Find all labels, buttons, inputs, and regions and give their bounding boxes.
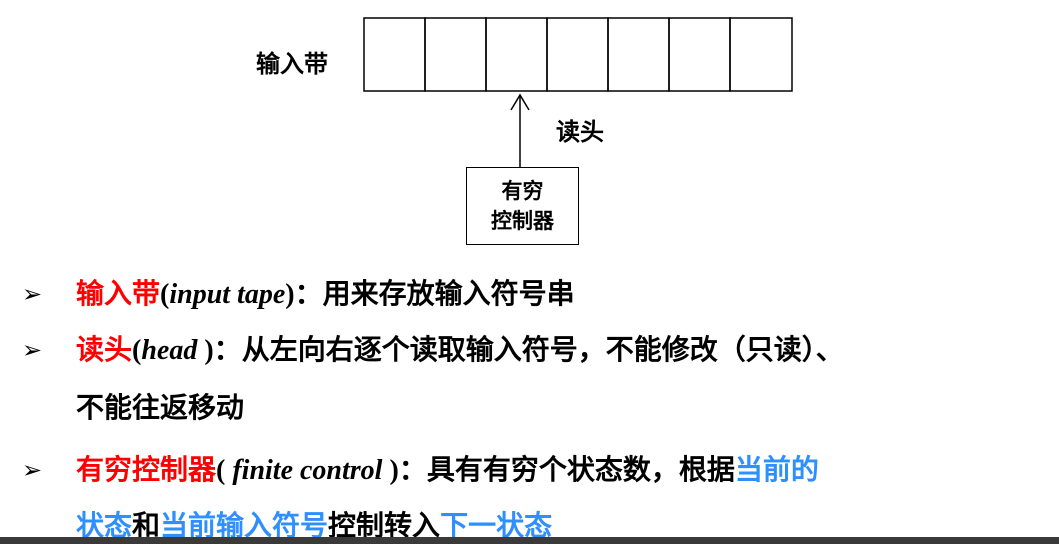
input-tape (363, 17, 793, 92)
finite-automaton-diagram: 输入带 读头 有穷 控制器 (0, 0, 1059, 250)
bullet-arrow-icon: ➢ (22, 280, 43, 308)
tape-cell (424, 17, 487, 92)
bullet-arrow-icon: ➢ (22, 456, 43, 484)
highlight-state: 状态 (76, 509, 133, 542)
head-label: 读头 (556, 117, 604, 146)
desc-head: 从左向右逐个读取输入符号，不能修改（只读）、 (241, 333, 844, 366)
desc-head-line2: 不能往返移动 (76, 391, 245, 424)
highlight-current-input: 当前输入符号 (160, 509, 329, 542)
finite-control-box: 有穷 控制器 (466, 167, 579, 245)
tape-cell (729, 17, 793, 92)
term-input-tape: 输入带 (76, 277, 161, 310)
tape-cell (363, 17, 426, 92)
tape-cell (546, 17, 609, 92)
tape-label: 输入带 (256, 49, 328, 78)
desc-finite-control-c: 控制转入 (328, 509, 441, 542)
en-term-input-tape: input tape (169, 279, 286, 310)
tape-cell (485, 17, 548, 92)
desc-input-tape: 用来存放输入符号串 (322, 277, 575, 310)
en-term-head: head (141, 335, 198, 366)
term-finite-control: 有穷控制器 (76, 453, 217, 486)
highlight-next-state: 下一状态 (440, 509, 553, 542)
control-label-line1: 有穷 (501, 178, 544, 203)
tape-cell (668, 17, 731, 92)
control-label-line2: 控制器 (491, 208, 554, 233)
desc-finite-control-a: 具有有穷个状态数，根据 (426, 453, 735, 486)
term-head: 读头 (76, 333, 133, 366)
bullet-arrow-icon: ➢ (22, 336, 43, 364)
desc-finite-control-b: 和 (132, 509, 161, 542)
bottom-bar (0, 537, 1059, 544)
en-term-finite-control: finite control (232, 455, 383, 486)
head-arrow (510, 93, 530, 167)
tape-cell (607, 17, 670, 92)
diagram-svg (363, 17, 793, 167)
highlight-current: 当前的 (734, 453, 819, 486)
